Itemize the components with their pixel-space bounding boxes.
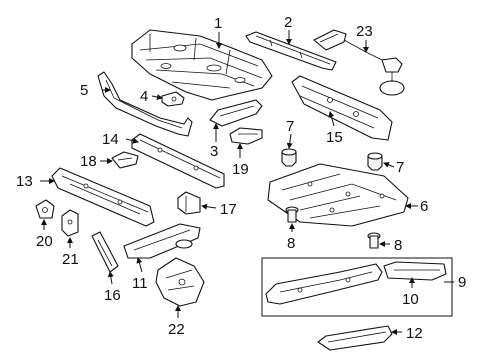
strap-part (91, 231, 119, 273)
callout-labels: 1 2 3 4 5 6 7 7 8 8 9 10 11 12 13 14 15 … (16, 14, 466, 342)
rocker-rail-part (51, 167, 155, 227)
callout-8a: 8 (287, 235, 295, 252)
callout-14: 14 (102, 131, 119, 148)
under-cover-part (267, 163, 409, 227)
rear-side-member-part (291, 75, 393, 141)
center-crossmember-part (131, 133, 225, 189)
callout-5: 5 (80, 82, 88, 99)
callout-20: 20 (36, 233, 53, 250)
part-group-box (261, 257, 453, 317)
floor-pan-part (131, 29, 273, 101)
nut-part-left (281, 148, 297, 167)
callout-3: 3 (210, 143, 218, 160)
nut-part-right (367, 152, 383, 171)
callout-16: 16 (104, 287, 121, 304)
callout-1: 1 (214, 15, 222, 32)
hanger-bracket-part (177, 191, 201, 215)
callout-9: 9 (458, 274, 466, 291)
callout-13: 13 (16, 173, 33, 190)
rear-rail-part (265, 263, 383, 305)
callout-4: 4 (140, 88, 148, 105)
mount-bracket-part (111, 151, 139, 169)
rear-crossmember-part (245, 31, 337, 71)
callout-12: 12 (406, 325, 423, 342)
callout-6: 6 (420, 198, 428, 215)
bolt-part-right (367, 232, 381, 249)
callout-17: 17 (220, 201, 237, 218)
callout-22: 22 (168, 321, 185, 338)
callout-23: 23 (356, 23, 373, 40)
callout-15: 15 (326, 129, 343, 146)
callout-10: 10 (402, 291, 419, 308)
gusset-part (229, 127, 263, 145)
callout-7b: 7 (396, 159, 404, 176)
small-bracket-part (161, 91, 185, 107)
callout-18: 18 (80, 153, 97, 170)
leader-lines (40, 30, 454, 335)
callout-21: 21 (62, 251, 79, 268)
reinforcement-part (209, 99, 263, 127)
callout-7a: 7 (286, 118, 294, 135)
clip-part (35, 199, 55, 219)
bracket-part-21 (61, 209, 79, 237)
callout-8b: 8 (394, 237, 402, 254)
callout-11: 11 (132, 275, 148, 292)
callout-2: 2 (284, 14, 292, 31)
callout-19: 19 (232, 161, 249, 178)
front-crossmember-part (123, 223, 201, 259)
extension-part (383, 261, 447, 281)
bolt-part-left (285, 206, 299, 223)
rear-extension-part (317, 325, 393, 351)
jack-bracket-part (155, 257, 205, 307)
spare-tire-carrier-part (313, 29, 405, 96)
